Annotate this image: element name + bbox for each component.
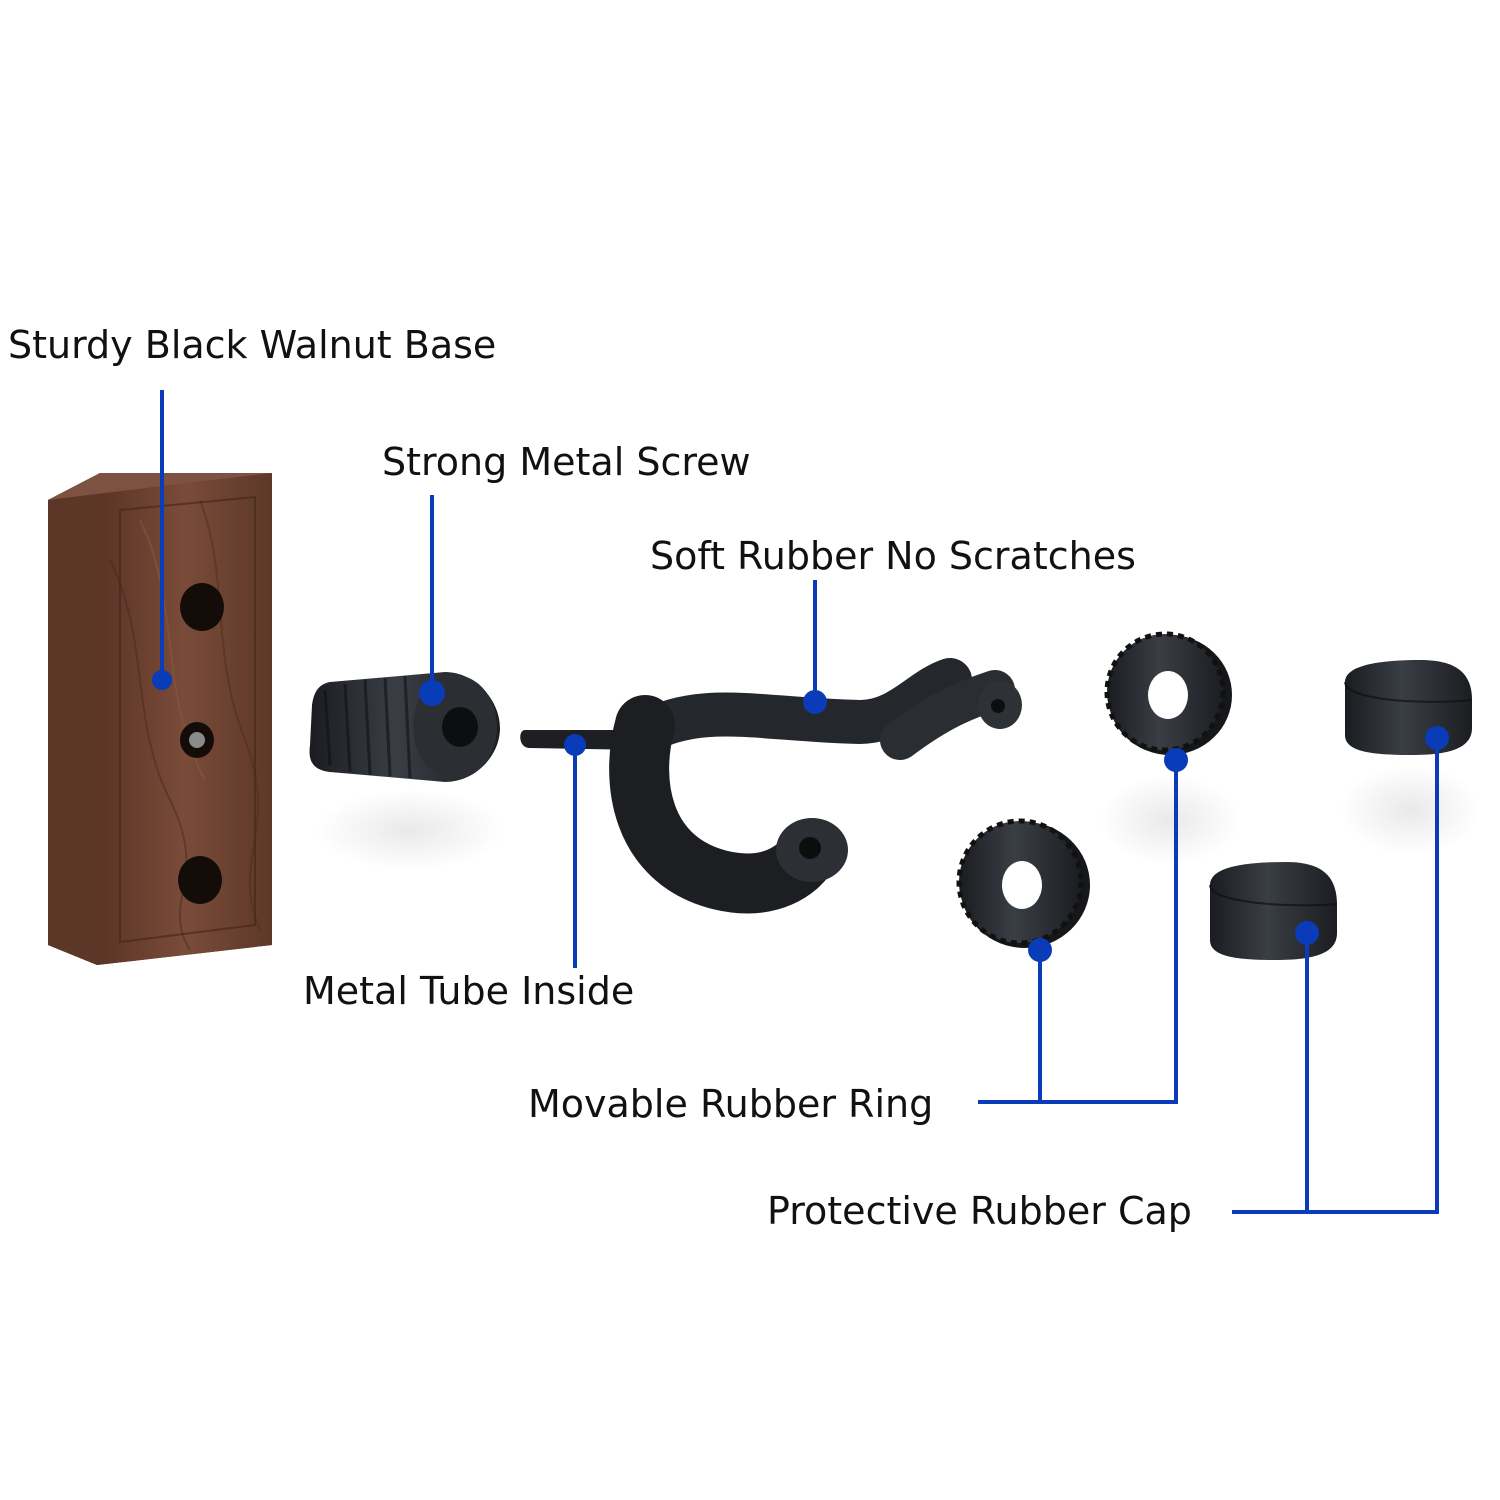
rubber-ring: [956, 818, 1090, 948]
rubber-cap: [1209, 862, 1338, 960]
callout-lines: [160, 390, 1439, 1214]
callout-dot: [1028, 938, 1052, 962]
label-soft-rubber: Soft Rubber No Scratches: [650, 534, 1136, 578]
label-metal-screw: Strong Metal Screw: [382, 440, 751, 484]
rubber-ring: [1104, 631, 1232, 755]
callout-dot: [1425, 726, 1449, 750]
rubber-hook: [609, 658, 1022, 914]
callout-dot: [419, 680, 445, 706]
callout-dots: [152, 670, 1449, 962]
rubber-cap: [1344, 660, 1473, 755]
reflection-shadow: [315, 790, 505, 870]
label-metal-tube: Metal Tube Inside: [303, 969, 635, 1013]
screw-hole: [178, 856, 222, 904]
label-rubber-cap: Protective Rubber Cap: [767, 1189, 1192, 1233]
callout-dot: [1164, 748, 1188, 772]
callout-dot: [152, 670, 172, 690]
callout-dot: [803, 690, 827, 714]
reflection-shadow: [1100, 775, 1240, 865]
label-walnut-base: Sturdy Black Walnut Base: [8, 323, 497, 367]
callout-dot: [1295, 921, 1319, 945]
label-rubber-ring: Movable Rubber Ring: [528, 1082, 934, 1126]
walnut-base: [48, 473, 272, 965]
callout-dot: [564, 734, 586, 756]
screw-hole: [180, 583, 224, 631]
metal-screw: [309, 672, 500, 782]
reflection-shadow: [1340, 765, 1480, 855]
